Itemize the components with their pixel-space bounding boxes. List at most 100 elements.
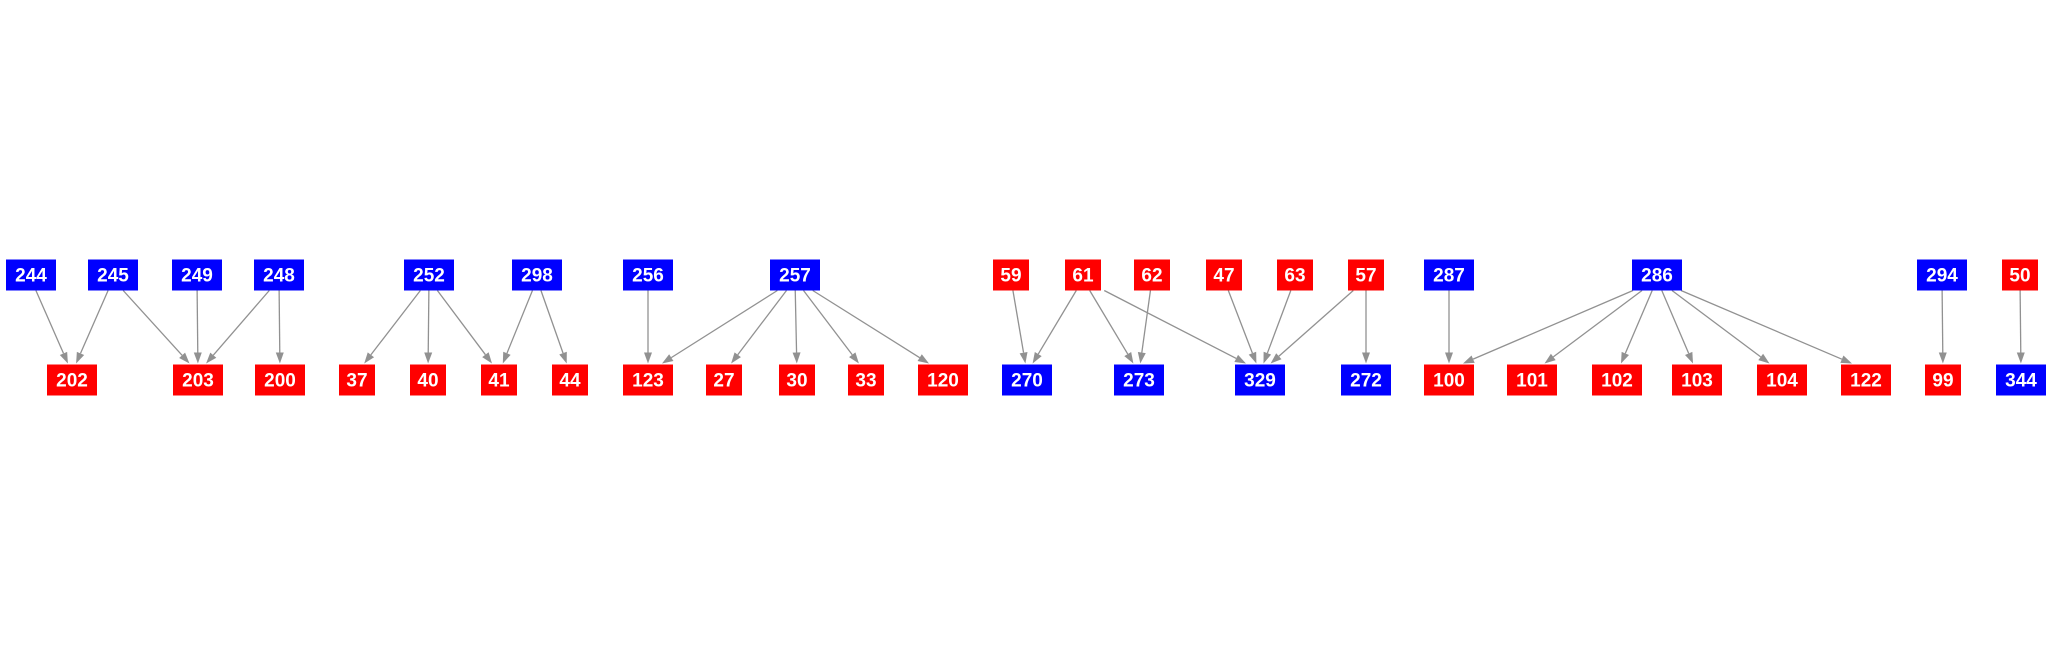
graph-edge-line [1227, 290, 1254, 354]
graph-node-99: 99 [1925, 364, 1961, 396]
graph-node-label: 249 [181, 266, 213, 287]
graph-node-label: 286 [1641, 266, 1673, 287]
graph-node-37: 37 [339, 364, 375, 396]
graph-node-label: 57 [1355, 266, 1376, 287]
graph-edge-arrowhead [364, 352, 375, 364]
graph-node-label: 62 [1141, 266, 1162, 287]
graph-node-label: 344 [2005, 371, 2037, 392]
graph-node-30: 30 [779, 364, 815, 396]
graph-node-273: 273 [1114, 364, 1164, 396]
graph-node-box [1134, 259, 1170, 291]
graph-node-box [1925, 364, 1961, 396]
graph-node-40: 40 [410, 364, 446, 396]
graph-node-box [848, 364, 884, 396]
graph-node-box [173, 364, 223, 396]
graph-node-label: 41 [488, 371, 510, 392]
graph-edge-arrowhead [1362, 352, 1370, 364]
graph-node-label: 123 [632, 371, 664, 392]
graph-edge-arrowhead [849, 352, 859, 364]
graph-node-344: 344 [1996, 364, 2046, 396]
graph-edge-line [1012, 290, 1025, 353]
graph-edge-line [670, 289, 778, 359]
graph-node-box [1996, 364, 2046, 396]
graph-edge-line [1661, 290, 1690, 354]
graph-node-box [1065, 259, 1101, 291]
graph-edge-arrowhead [1840, 355, 1852, 364]
graph-edge-arrowhead [1621, 351, 1630, 364]
graph-node-box [1002, 364, 1052, 396]
graph-edge-arrowhead [644, 352, 652, 364]
graph-node-label: 329 [1244, 371, 1276, 392]
graph-node-box [1507, 364, 1557, 396]
graph-edge-line [812, 289, 921, 359]
graph-node-200: 200 [255, 364, 305, 396]
graph-node-label: 252 [413, 266, 445, 287]
graph-node-label: 272 [1350, 371, 1382, 392]
graph-node-61: 61 [1065, 259, 1101, 291]
graph-node-box [1277, 259, 1313, 291]
graph-edge-arrowhead [193, 352, 202, 364]
graph-node-label: 33 [855, 371, 876, 392]
graph-edge-arrowhead [917, 354, 929, 364]
graph-node-329: 329 [1235, 364, 1285, 396]
graph-node-box [770, 259, 820, 291]
graph-edge-line [803, 290, 853, 356]
graph-edge-arrowhead [1124, 352, 1134, 364]
graph-edge-arrowhead [731, 352, 741, 364]
graph-node-label: 100 [1433, 371, 1465, 392]
graph-node-box [254, 259, 304, 291]
graph-edge-arrowhead [792, 352, 801, 364]
graph-node-box [1424, 364, 1474, 396]
graph-node-box [172, 259, 222, 291]
graph-edge-line [122, 290, 183, 356]
graph-edge-line [278, 290, 281, 353]
graph-node-57: 57 [1348, 259, 1384, 291]
graph-node-59: 59 [993, 259, 1029, 291]
graph-edge-line [196, 290, 199, 353]
graph-edge-line [1103, 289, 1237, 360]
graph-edge-arrowhead [1463, 355, 1475, 364]
graph-node-box [1114, 364, 1164, 396]
graph-node-50: 50 [2002, 259, 2038, 291]
graph-edge-line [35, 290, 65, 354]
graph-node-box [255, 364, 305, 396]
graph-node-249: 249 [172, 259, 222, 291]
graph-node-label: 50 [2009, 266, 2030, 287]
graph-edge-line [1278, 290, 1354, 357]
graph-edge-line [1552, 289, 1643, 358]
graph-edge-arrowhead [1758, 353, 1770, 364]
graph-node-label: 27 [713, 371, 734, 392]
graph-node-box [404, 259, 454, 291]
graph-node-label: 120 [927, 371, 959, 392]
graph-edge-line [1266, 290, 1292, 354]
graph-node-label: 63 [1284, 266, 1305, 287]
graph-edge-line [737, 290, 787, 356]
graph-node-244: 244 [6, 259, 56, 291]
graph-node-label: 298 [521, 266, 553, 287]
graph-node-box [918, 364, 968, 396]
graph-node-label: 200 [264, 371, 296, 392]
graph-edge-arrowhead [59, 351, 68, 364]
graph-node-label: 287 [1433, 266, 1465, 287]
graph-node-122: 122 [1841, 364, 1891, 396]
graph-node-box [623, 364, 673, 396]
graph-node-box [1757, 364, 1807, 396]
graph-node-label: 61 [1072, 266, 1094, 287]
graph-edge-arrowhead [1938, 352, 1947, 364]
graph-node-101: 101 [1507, 364, 1557, 396]
graph-edge-arrowhead [2016, 352, 2025, 364]
graph-node-box [2002, 259, 2038, 291]
graph-edge-arrowhead [275, 352, 284, 364]
graph-node-box [552, 364, 588, 396]
graph-node-label: 102 [1601, 371, 1633, 392]
graph-node-label: 244 [15, 266, 47, 287]
graph-node-287: 287 [1424, 259, 1474, 291]
graph-edge-arrowhead [1270, 353, 1282, 364]
graph-node-label: 40 [417, 371, 438, 392]
graph-node-label: 257 [779, 266, 811, 287]
graph-node-box [47, 364, 97, 396]
graph-edge-line [427, 290, 430, 353]
graph-node-label: 47 [1213, 266, 1234, 287]
